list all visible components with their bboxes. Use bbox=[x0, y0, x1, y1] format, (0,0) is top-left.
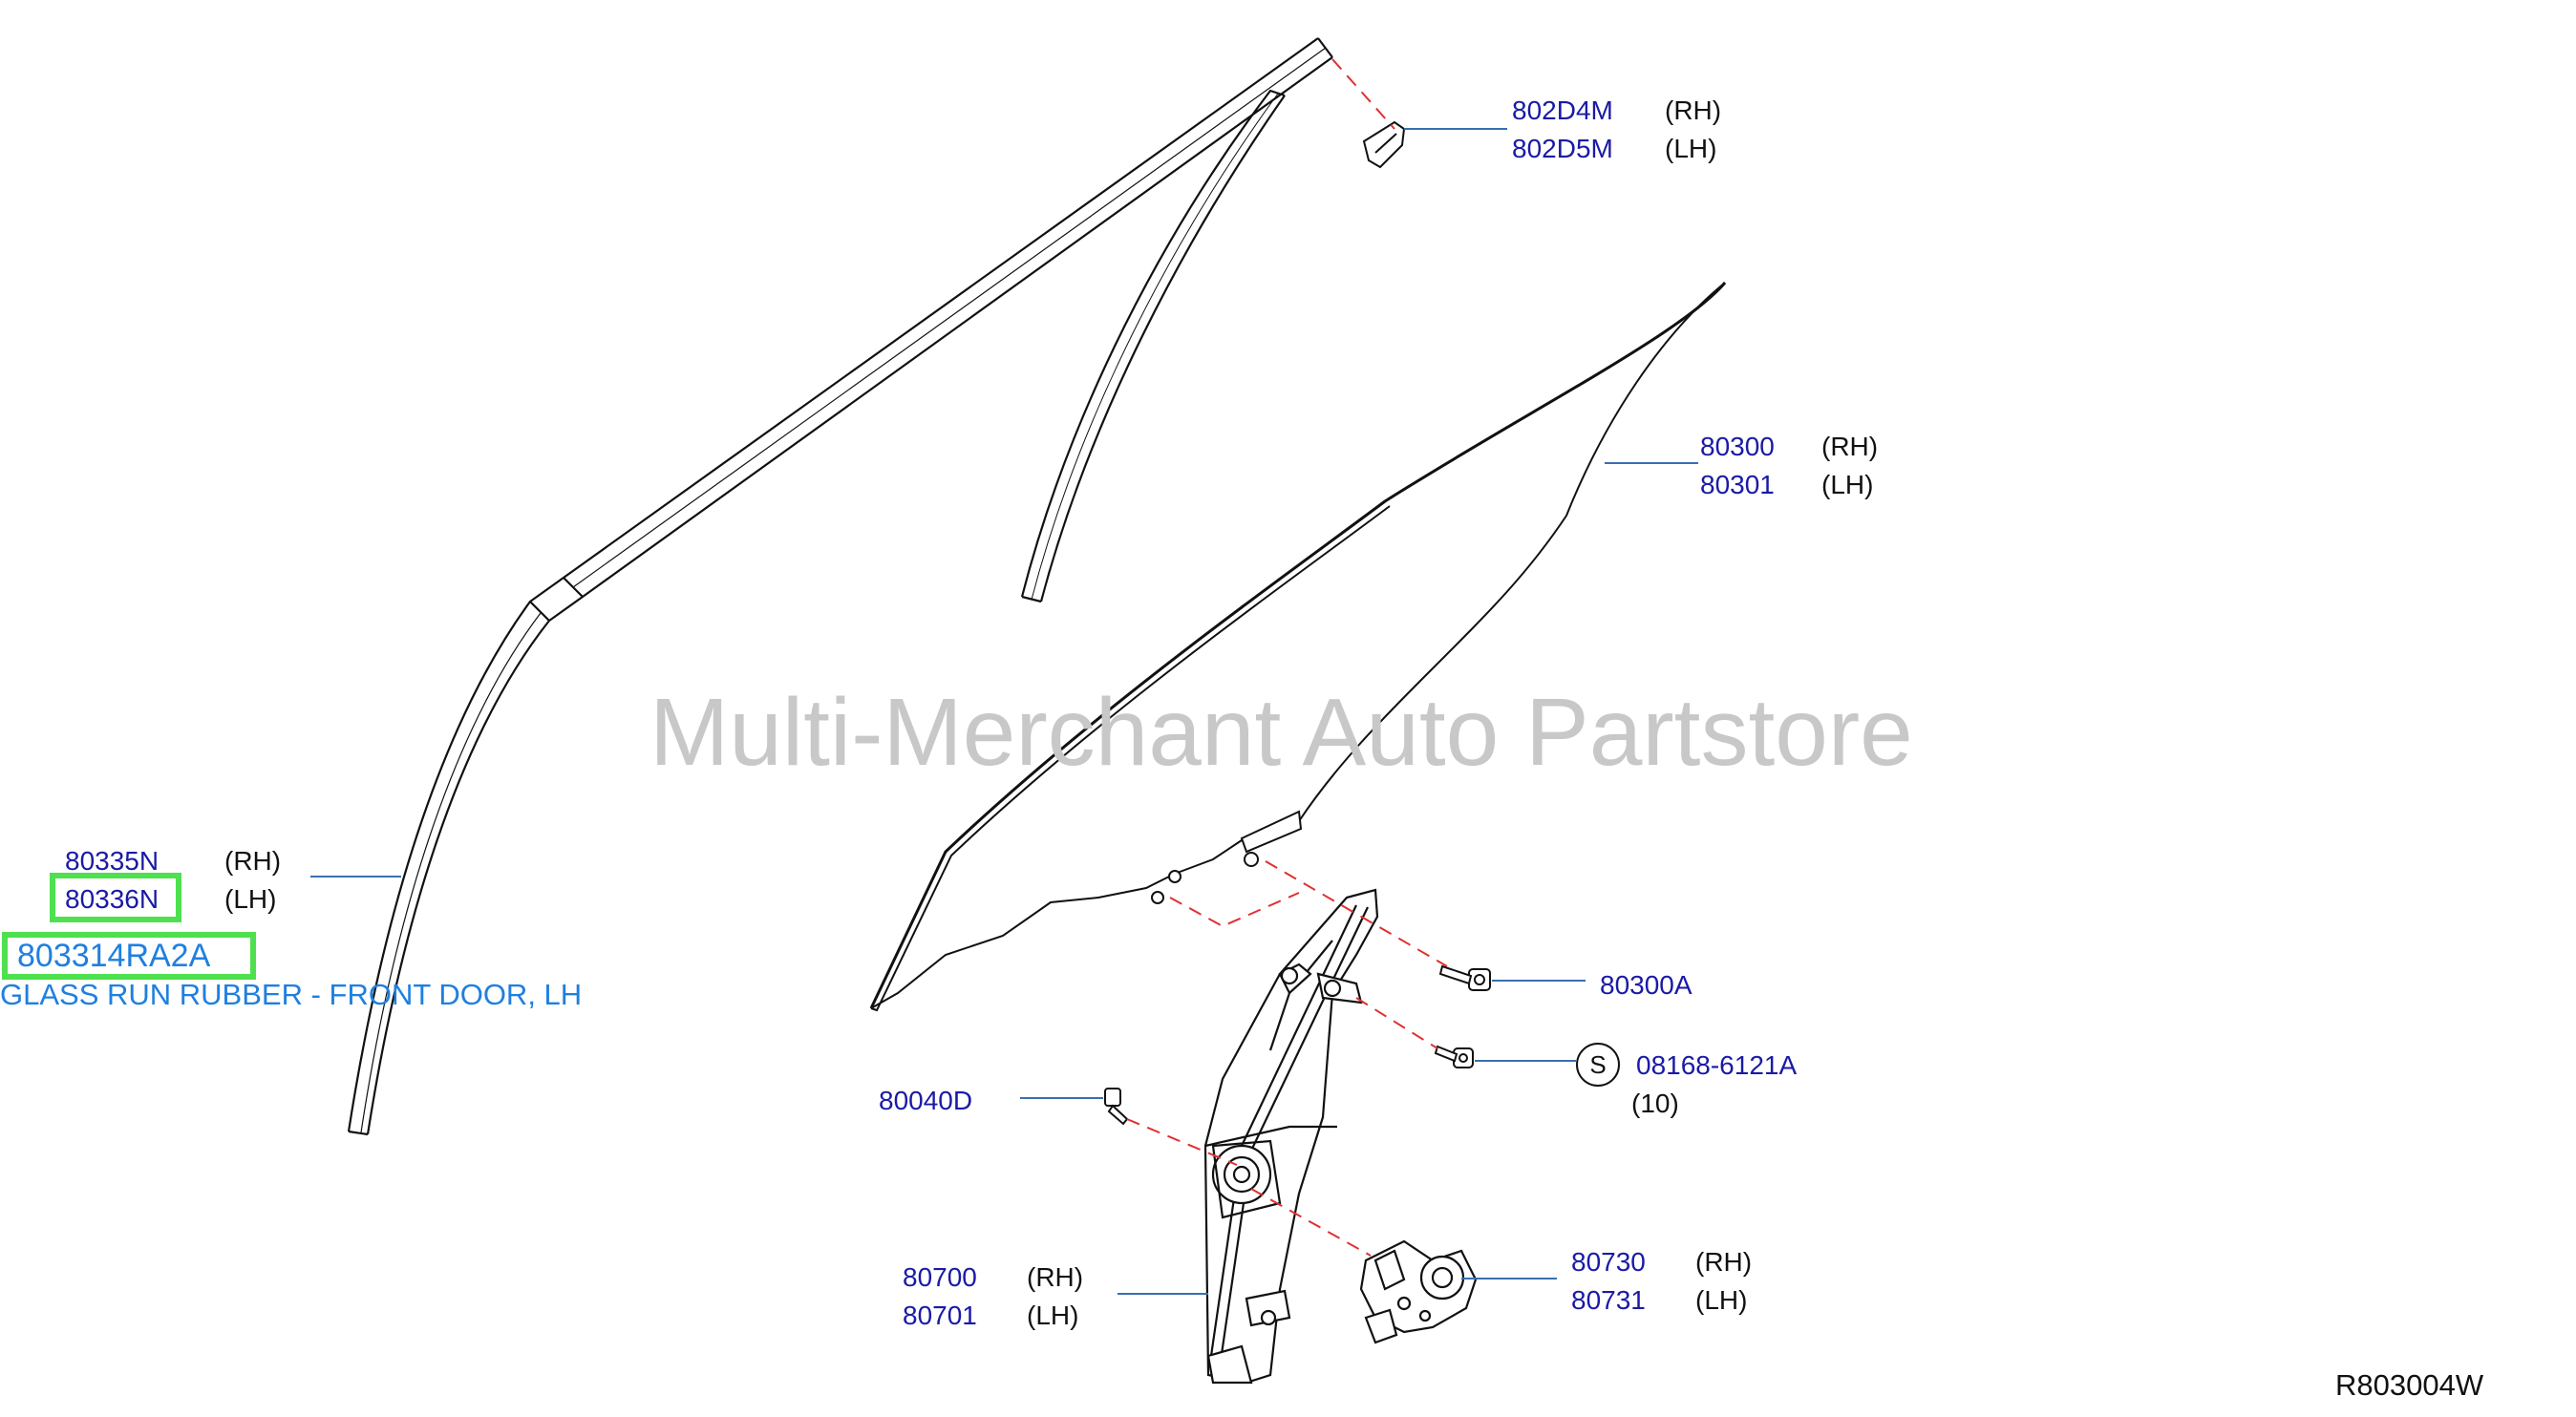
side-label-rh: (RH) bbox=[1695, 1247, 1753, 1277]
part-number-80300A[interactable]: 80300A bbox=[1600, 970, 1692, 1000]
highlighted-part-description: GLASS RUN RUBBER - FRONT DOOR, LH bbox=[0, 978, 583, 1011]
side-label-rh: (RH) bbox=[1665, 95, 1722, 125]
part-number-80335N[interactable]: 80335N bbox=[65, 846, 160, 876]
bolt-80040D bbox=[1104, 1088, 1129, 1126]
watermark-text: Multi-Merchant Auto Partstore bbox=[649, 679, 1913, 786]
leader-lines bbox=[310, 128, 1698, 1295]
side-label-lh: (LH) bbox=[224, 884, 277, 914]
part-number-80731[interactable]: 80731 bbox=[1571, 1285, 1646, 1315]
bolt-80300A bbox=[1438, 964, 1491, 991]
part-number-80300[interactable]: 80300 bbox=[1700, 432, 1775, 461]
door-glass-part bbox=[869, 282, 1727, 1012]
sash-channel bbox=[1020, 89, 1286, 603]
quantity-label: (10) bbox=[1631, 1089, 1679, 1118]
part-number-802D5M[interactable]: 802D5M bbox=[1512, 134, 1613, 163]
bolt-08168-6121A bbox=[1434, 1045, 1474, 1068]
part-number-80040D[interactable]: 80040D bbox=[879, 1086, 973, 1115]
part-number-80301[interactable]: 80301 bbox=[1700, 470, 1775, 499]
part-number-802D4M[interactable]: 802D4M bbox=[1512, 95, 1613, 125]
side-label-lh: (LH) bbox=[1665, 134, 1717, 163]
standard-part-symbol: S bbox=[1576, 1043, 1620, 1087]
highlighted-part-number[interactable]: 803314RA2A bbox=[17, 938, 211, 974]
highlight-box-80336N bbox=[50, 873, 181, 922]
regulator-motor-part bbox=[1359, 1239, 1478, 1344]
part-number-08168-6121A[interactable]: 08168-6121A bbox=[1636, 1050, 1798, 1080]
window-regulator-part bbox=[1203, 888, 1379, 1385]
part-number-80730[interactable]: 80730 bbox=[1571, 1247, 1646, 1277]
side-label-lh: (LH) bbox=[1027, 1301, 1079, 1330]
part-number-80336N[interactable]: 80336N bbox=[65, 884, 160, 914]
highlight-box-part bbox=[2, 932, 256, 980]
diagram-reference-code: R803004W bbox=[2335, 1368, 2484, 1402]
side-label-rh: (RH) bbox=[1027, 1262, 1084, 1292]
part-number-80700[interactable]: 80700 bbox=[903, 1262, 977, 1292]
side-label-rh: (RH) bbox=[224, 846, 282, 876]
side-label-rh: (RH) bbox=[1821, 432, 1879, 461]
glass-run-rubber bbox=[347, 37, 1333, 1136]
alignment-dash-lines bbox=[1126, 58, 1448, 1257]
side-label-lh: (LH) bbox=[1821, 470, 1874, 499]
side-label-lh: (LH) bbox=[1695, 1285, 1748, 1315]
corner-clip-part bbox=[1362, 120, 1406, 169]
part-number-80701[interactable]: 80701 bbox=[903, 1301, 977, 1330]
